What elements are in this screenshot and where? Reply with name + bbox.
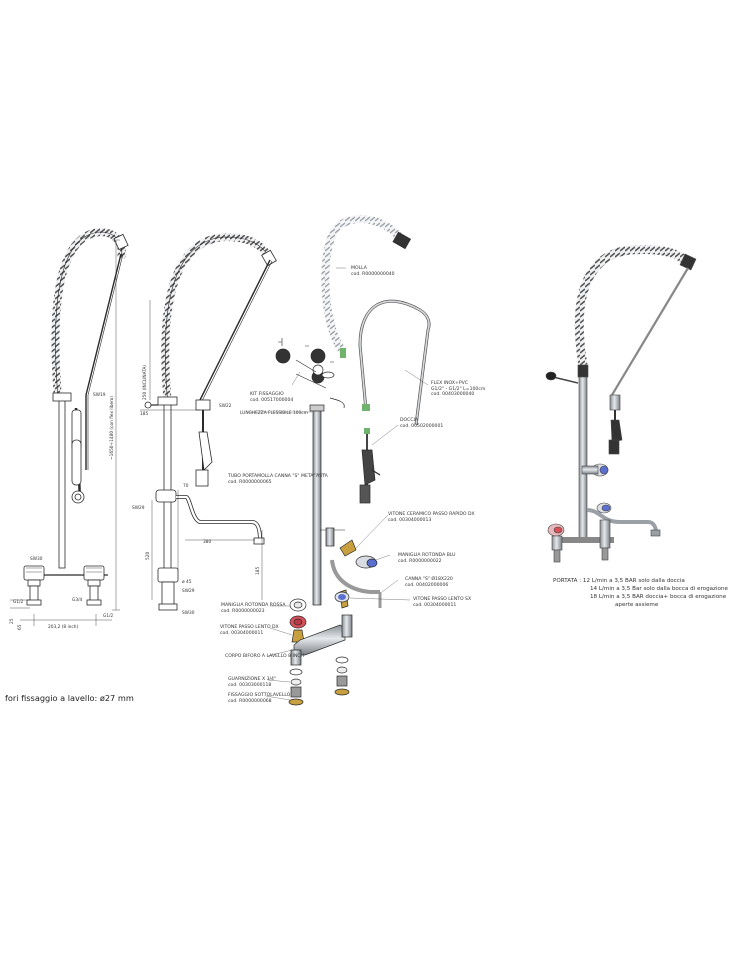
part-label-guarnizione: GUARNIZIONE x 3/4"cod. 00303000118 — [228, 677, 277, 688]
part-label-corpo-biforo: CORPO BIFORO A LAVELLO 8 inch — [225, 654, 304, 659]
dim-height-total: ~1650÷1480 (con flex libero) — [110, 395, 115, 460]
portata-row-4: aperte assieme — [615, 602, 659, 609]
dim-65: 65 — [18, 624, 23, 630]
part-label-canna: CANNA "S" ø18x220cod. 00402000006 — [405, 577, 453, 588]
spring-coil — [574, 245, 691, 366]
tubo-column — [312, 409, 322, 606]
support-rod — [199, 259, 271, 401]
molla-spring — [321, 215, 404, 355]
front-view-drawing — [10, 227, 129, 626]
support-rod — [85, 253, 122, 470]
dim-sw30-a: SW30 — [30, 557, 43, 562]
support-rod — [611, 267, 689, 396]
dim-380: 380 — [203, 540, 212, 545]
dim-185: 185 — [140, 412, 149, 417]
dim-45: ø 45 — [182, 580, 192, 585]
side-view-drawing — [140, 232, 277, 611]
assembled-render — [545, 245, 697, 563]
portata-row-3: 18 L/min a 3,5 BAR doccia+ bocca di erog… — [590, 594, 727, 601]
portata-row-1: PORTATA : 12 L/min a 3,5 BAR solo dalla … — [553, 578, 685, 584]
dim-sw29-a: SW29 — [132, 506, 145, 511]
dim-g12-a: G1/2 — [13, 600, 24, 605]
portata-row-2: 14 L/min a 3,5 Bar solo dalla bocca di e… — [590, 586, 728, 593]
dim-520: 520 — [146, 551, 151, 560]
main-column — [578, 376, 588, 543]
dim-g12-b: G1/2 — [103, 614, 114, 619]
exploded-view-drawing — [248, 215, 431, 706]
dim-sw29-b: SW29 — [182, 589, 195, 594]
dim-25: 25 — [10, 618, 15, 624]
corpo-biforo — [293, 624, 346, 656]
fixing-note: fori fissaggio a lavello: ø27 mm — [5, 693, 134, 703]
portata-flow-rates: PORTATA : 12 L/min a 3,5 BAR solo dalla … — [553, 577, 728, 609]
dim-inclinata: 250 (INCLINATA) — [143, 364, 148, 400]
spring-coil — [161, 232, 274, 406]
spring-coil — [51, 227, 126, 399]
dim-length-flex: LUNGHEZZA FLESSIBILE 100cm — [240, 411, 308, 416]
dim-185b: 185 — [256, 566, 261, 575]
dim-sw30-b: SW30 — [182, 611, 195, 616]
dim-g34: G3/4 — [72, 598, 83, 603]
main-column — [163, 399, 172, 571]
main-column — [58, 397, 66, 569]
dim-203: 203,2 (8 inch) — [48, 625, 79, 630]
dim-70: 70 — [183, 484, 189, 489]
dim-sw22: SW22 — [219, 404, 232, 409]
dim-sw19: SW19 — [93, 393, 106, 398]
